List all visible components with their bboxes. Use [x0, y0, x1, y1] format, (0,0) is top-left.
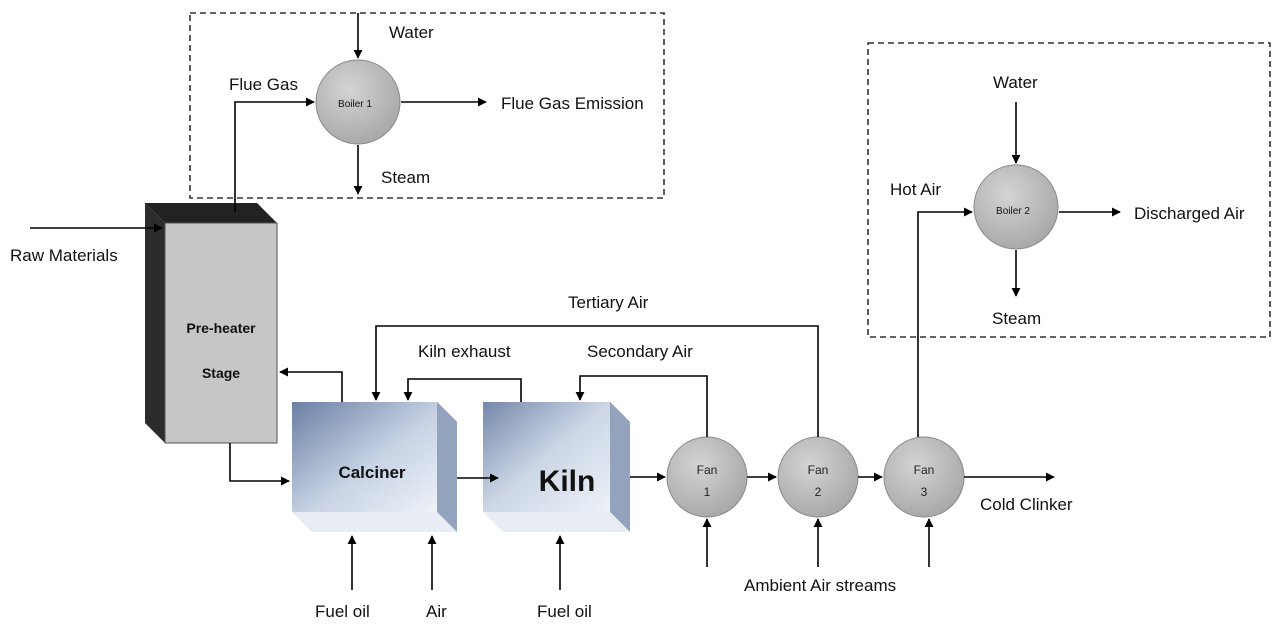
fuel-oil-calciner-label: Fuel oil	[315, 602, 370, 621]
fan-3-number: 3	[921, 485, 928, 499]
fan-2-label: Fan	[808, 463, 829, 477]
fan-3: Fan 3	[883, 436, 965, 518]
steam-boiler2-label: Steam	[992, 309, 1041, 328]
preheater-label-line1: Pre-heater	[186, 320, 256, 336]
preheater-label-line2: Stage	[202, 365, 240, 381]
boiler2-vessel: Boiler 2	[973, 164, 1059, 250]
kiln-exhaust-label: Kiln exhaust	[418, 342, 511, 361]
preheater-to-calciner-arrow	[229, 443, 290, 486]
flue-gas-emission-label: Flue Gas Emission	[501, 94, 644, 113]
tertiary-air-label: Tertiary Air	[568, 293, 649, 312]
fan-2-number: 2	[815, 485, 822, 499]
kiln-unit: Kiln	[483, 402, 630, 532]
fan-2: Fan 2	[777, 436, 859, 518]
boiler1-vessel: Boiler 1	[315, 59, 401, 145]
hot-air-to-boiler2-arrow	[917, 207, 973, 437]
calciner-unit: Calciner	[292, 402, 457, 532]
steam-boiler1-label: Steam	[381, 168, 430, 187]
water-boiler1-label: Water	[389, 23, 434, 42]
secondary-air-arrow	[575, 375, 708, 437]
boiler2-label: Boiler 2	[996, 206, 1030, 217]
hot-air-label: Hot Air	[890, 180, 941, 199]
fan-1: Fan 1	[666, 436, 748, 518]
preheater-unit: Pre-heater Stage	[145, 203, 278, 444]
boiler2-boundary	[867, 42, 1271, 338]
boiler1-label: Boiler 1	[338, 99, 372, 110]
cold-clinker-label: Cold Clinker	[980, 495, 1073, 514]
fuel-oil-kiln-label: Fuel oil	[537, 602, 592, 621]
raw-materials-label: Raw Materials	[10, 246, 118, 265]
kiln-exhaust-arrow	[403, 378, 522, 402]
flue-gas-label: Flue Gas	[229, 75, 298, 94]
secondary-air-label: Secondary Air	[587, 342, 693, 361]
discharged-air-label: Discharged Air	[1134, 204, 1245, 223]
ambient-air-label: Ambient Air streams	[744, 576, 896, 595]
boiler1-boundary	[189, 12, 665, 199]
fan-1-label: Fan	[697, 463, 718, 477]
fan-3-label: Fan	[914, 463, 935, 477]
calciner-gas-to-preheater-arrow	[279, 367, 343, 402]
kiln-label: Kiln	[539, 465, 596, 498]
calciner-label: Calciner	[338, 463, 405, 482]
air-calciner-label: Air	[426, 602, 447, 621]
fan-1-number: 1	[704, 485, 711, 499]
tertiary-air-arrow	[371, 325, 819, 437]
flue-gas-to-boiler1-arrow	[234, 97, 315, 212]
water-boiler2-label: Water	[993, 73, 1038, 92]
